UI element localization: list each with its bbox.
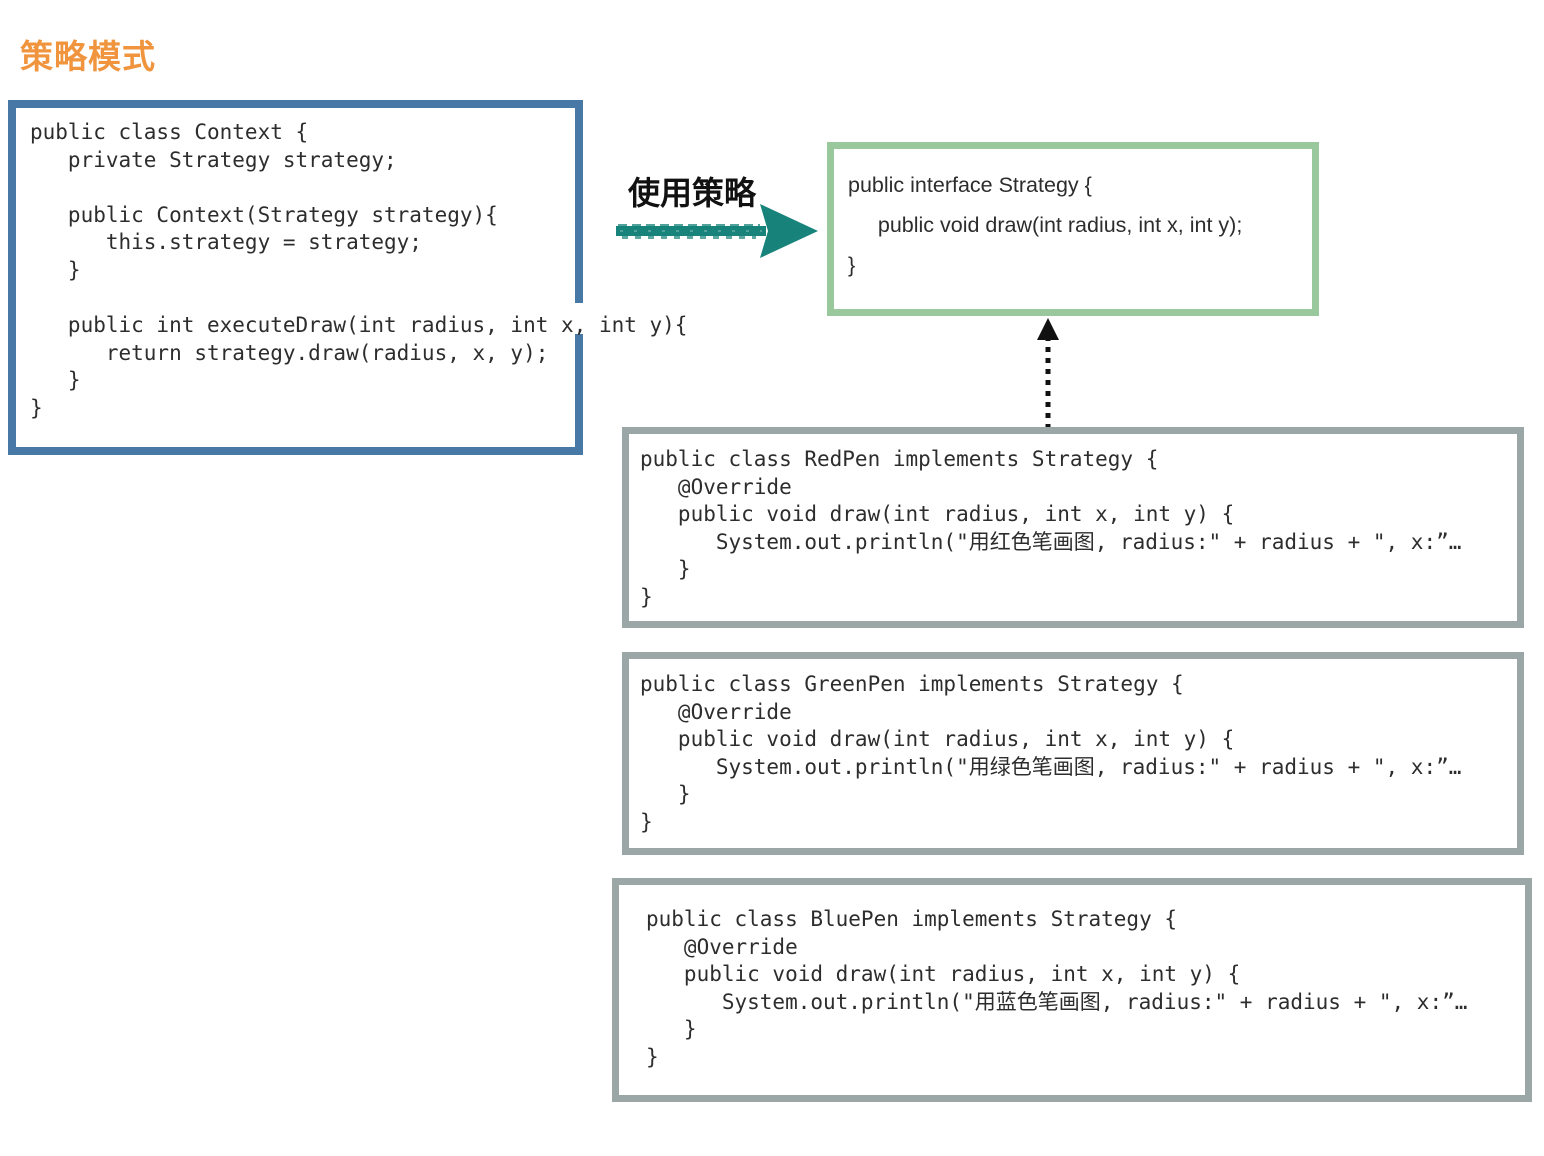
- strategy-interface-code: public interface Strategy { public void …: [848, 173, 1243, 277]
- border-gap: [575, 303, 585, 334]
- page-title: 策略模式: [20, 38, 156, 75]
- use-strategy-label: 使用策略: [628, 175, 757, 211]
- context-code: public class Context { private Strategy …: [30, 120, 688, 420]
- redpen-class-box: public class RedPen implements Strategy …: [622, 427, 1524, 628]
- bluepen-class-box: public class BluePen implements Strategy…: [612, 878, 1532, 1102]
- context-class-box: public class Context { private Strategy …: [8, 100, 688, 455]
- arrow-up-icon: [1037, 318, 1059, 430]
- greenpen-class-box: public class GreenPen implements Strateg…: [622, 652, 1524, 855]
- greenpen-code: public class GreenPen implements Strateg…: [640, 672, 1462, 834]
- redpen-code: public class RedPen implements Strategy …: [640, 447, 1462, 609]
- arrow-right-icon: [616, 204, 818, 258]
- bluepen-code: public class BluePen implements Strategy…: [646, 907, 1468, 1069]
- strategy-interface-box: public interface Strategy { public void …: [827, 142, 1319, 316]
